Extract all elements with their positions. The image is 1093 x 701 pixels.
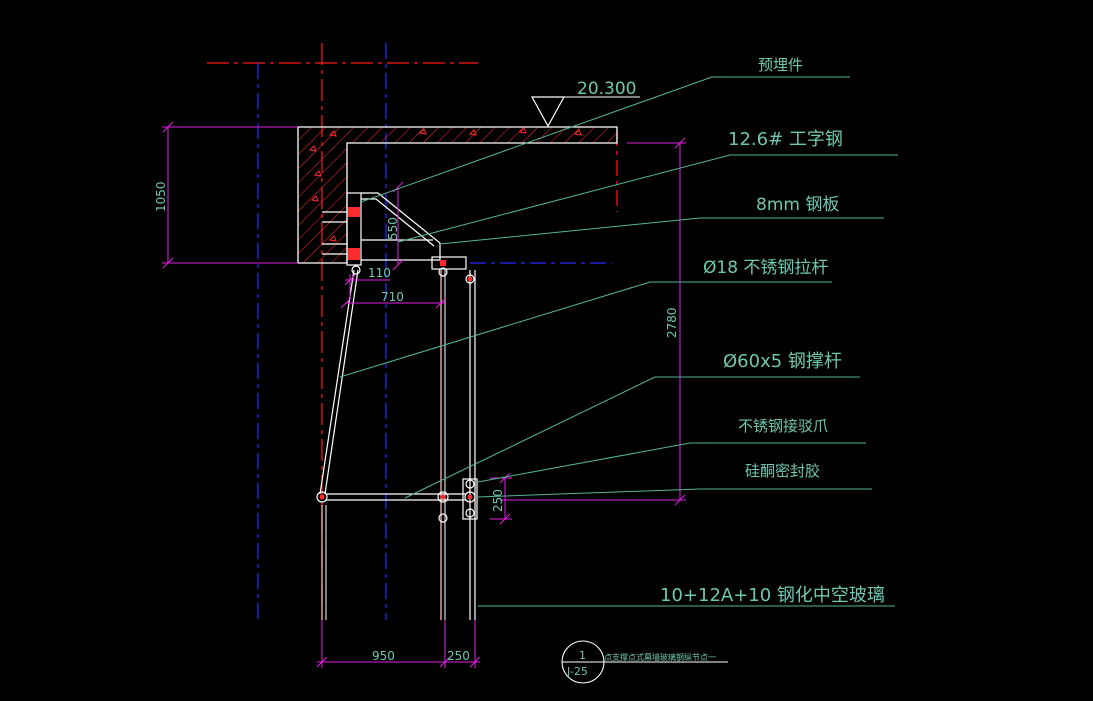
label-sealant: 硅酮密封胶 [745,462,820,480]
dim-110: 110 [368,266,391,280]
label-glass: 10+12A+10 钢化中空玻璃 [660,585,885,606]
title-number: 1 [579,649,586,662]
callout-labels: 预埋件 12.6# 工字钢 8mm 钢板 Ø18 不锈钢拉杆 Ø60x5 钢撑杆… [660,56,885,606]
label-strut: Ø60x5 钢撑杆 [723,351,842,372]
dim-550: 550 [386,217,400,240]
dim-2780: 2780 [665,307,679,338]
i-beam-bracket [361,192,467,270]
title-text: 点支撑点式幕墙玻璃钢纵节点一 [604,652,716,662]
level-value: 20.300 [577,79,636,99]
leader-lines [339,76,898,607]
embedded-plate-mark-bottom [348,248,360,260]
spider-claw-marks [319,276,473,500]
embedded-anchors [322,192,362,266]
label-spider-claw: 不锈钢接驳爪 [738,417,828,435]
tie-rod [319,269,359,495]
dim-950: 950 [372,649,395,663]
embedded-plate-mark-top [348,207,360,217]
dim-250-right: 250 [491,489,505,512]
label-steel-plate: 8mm 钢板 [756,195,839,215]
spider-claws [316,265,478,523]
label-tie-rod: Ø18 不锈钢拉杆 [703,258,828,278]
dimension-lines [162,121,686,668]
dim-1050: 1050 [154,181,168,212]
label-i-beam: 12.6# 工字钢 [728,129,843,150]
steel-strut [326,493,466,501]
level-marker: 20.300 [530,79,640,128]
dim-250-bottom: 250 [447,649,470,663]
dimension-texts: 1050 550 2780 250 110 710 950 250 [154,181,679,663]
title-sheet: J-25 [566,665,588,678]
concrete-aggregate [308,127,582,242]
title-block: 1 J-25 点支撑点式幕墙玻璃钢纵节点一 [561,640,728,684]
dim-710: 710 [381,290,404,304]
label-embedded-part: 预埋件 [758,56,803,74]
glass-panels [321,270,476,620]
